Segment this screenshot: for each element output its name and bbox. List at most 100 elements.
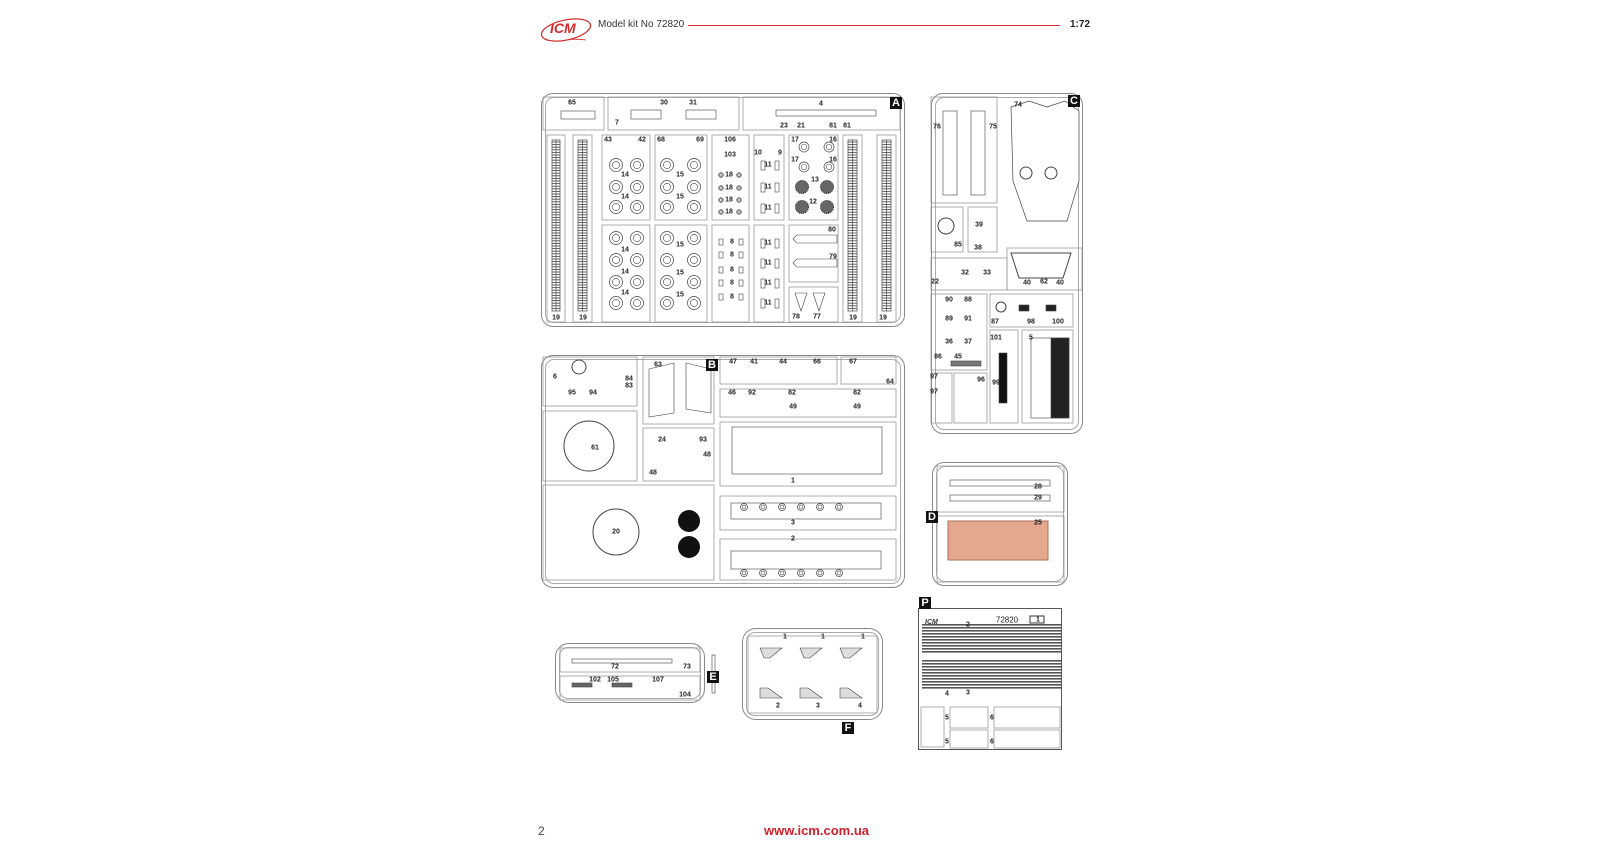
part [718, 266, 724, 274]
part-number-c: 45 [954, 353, 962, 361]
part-number-c: 89 [945, 315, 953, 323]
sprue-panel [719, 538, 897, 581]
road-wheel-part [778, 569, 786, 577]
part-number-a: 11 [764, 259, 772, 267]
sprue-panel [967, 206, 998, 253]
road-wheel-part [630, 275, 644, 289]
part [775, 109, 877, 117]
pe-part-5 [949, 729, 989, 749]
part-number-a: 16 [829, 136, 837, 144]
part [560, 110, 596, 120]
part-number-a: 8 [730, 293, 734, 301]
part-number-b: 49 [789, 403, 797, 411]
part [760, 298, 766, 309]
website-link[interactable]: www.icm.com.ua [764, 823, 869, 838]
road-wheel-part [609, 253, 623, 267]
part-number-c: 76 [933, 123, 941, 131]
part-number-a: 15 [676, 291, 684, 299]
part-number-c: 32 [961, 269, 969, 277]
wheel-hub [737, 186, 741, 190]
sprue-a [541, 93, 905, 327]
part [774, 258, 780, 269]
grille-slat [922, 633, 1062, 635]
part-number-a: 30 [660, 99, 668, 107]
part [942, 110, 958, 196]
wheel-hub [663, 161, 671, 169]
grille-slat [922, 675, 1062, 677]
part [718, 279, 724, 287]
grille-slat [922, 636, 1062, 638]
wheel-hub [741, 570, 747, 576]
sprue-panel [989, 293, 1074, 328]
road-wheel-part [835, 503, 843, 511]
part-number-c: 96 [977, 376, 985, 384]
part-number-b: 24 [658, 436, 666, 444]
wheel-hub [737, 210, 741, 214]
sprue-panel [546, 134, 566, 323]
road-wheel-part [798, 141, 810, 153]
sprue-panel [953, 372, 988, 424]
part-number-b: 47 [729, 358, 737, 366]
wheel-hub [737, 198, 741, 202]
road-wheel-part [759, 569, 767, 577]
road-wheel-part [609, 275, 623, 289]
part-number-e: 104 [679, 691, 691, 699]
part [949, 479, 1051, 487]
grille-slat [922, 678, 1062, 680]
wheel-hub [663, 299, 671, 307]
wheel-hub [663, 278, 671, 286]
part-number-c: 101 [990, 334, 1002, 342]
sprue-panel [842, 134, 863, 323]
part-number-b: 95 [568, 389, 576, 397]
hatch-ring [1019, 166, 1033, 180]
sprue-panel [642, 356, 715, 425]
vision-block-part [839, 687, 863, 699]
part-number-a: 14 [621, 268, 629, 276]
kit-scale: 1:72 [1070, 19, 1091, 30]
part [738, 266, 744, 274]
part-number-a: 103 [724, 151, 736, 159]
part-number-b: 48 [649, 469, 657, 477]
sprue-a-letter: A [890, 97, 902, 109]
sprue-panel [930, 293, 988, 371]
part-number-b: 94 [589, 389, 597, 397]
part-number-c: 97 [930, 373, 938, 381]
part-number-c: 36 [945, 338, 953, 346]
wheel-hub [779, 570, 785, 576]
wheel-hub [663, 183, 671, 191]
sprue-panel [936, 515, 1065, 583]
vision-block-part [799, 687, 823, 699]
part-number-a: 78 [792, 313, 800, 321]
hull-plate-part [792, 234, 838, 268]
part-number-a: 8 [730, 251, 734, 259]
sprue-panel [601, 224, 651, 323]
part-number-p: 6 [990, 738, 994, 746]
part-number-c: 39 [975, 221, 983, 229]
wheel-hub [690, 183, 698, 191]
road-wheel-part [660, 275, 674, 289]
part [970, 110, 986, 196]
wheel-hub [612, 278, 620, 286]
wheel-hub [800, 143, 808, 151]
part-number-c: 85 [954, 241, 962, 249]
wheel-hub [690, 161, 698, 169]
part-number-p: 3 [966, 689, 970, 697]
part-number-a: 43 [604, 136, 612, 144]
side-armor-part [648, 362, 712, 418]
part-number-a: 23 [780, 122, 788, 130]
part [949, 494, 1051, 502]
part-number-a: 14 [621, 246, 629, 254]
sprue-panel [930, 206, 964, 253]
road-wheel-part [798, 161, 810, 173]
part-number-b: 2 [791, 535, 795, 543]
sprue-panel [654, 224, 708, 323]
road-wheel-part [736, 172, 742, 178]
part [731, 426, 883, 475]
wheel-hub [798, 570, 804, 576]
sprue-d-letter: D [926, 511, 938, 523]
part-number-c: 40 [1056, 279, 1064, 287]
part [774, 238, 780, 249]
wheel-hub [612, 161, 620, 169]
part [1045, 304, 1057, 312]
part-number-b: 83 [625, 382, 633, 390]
